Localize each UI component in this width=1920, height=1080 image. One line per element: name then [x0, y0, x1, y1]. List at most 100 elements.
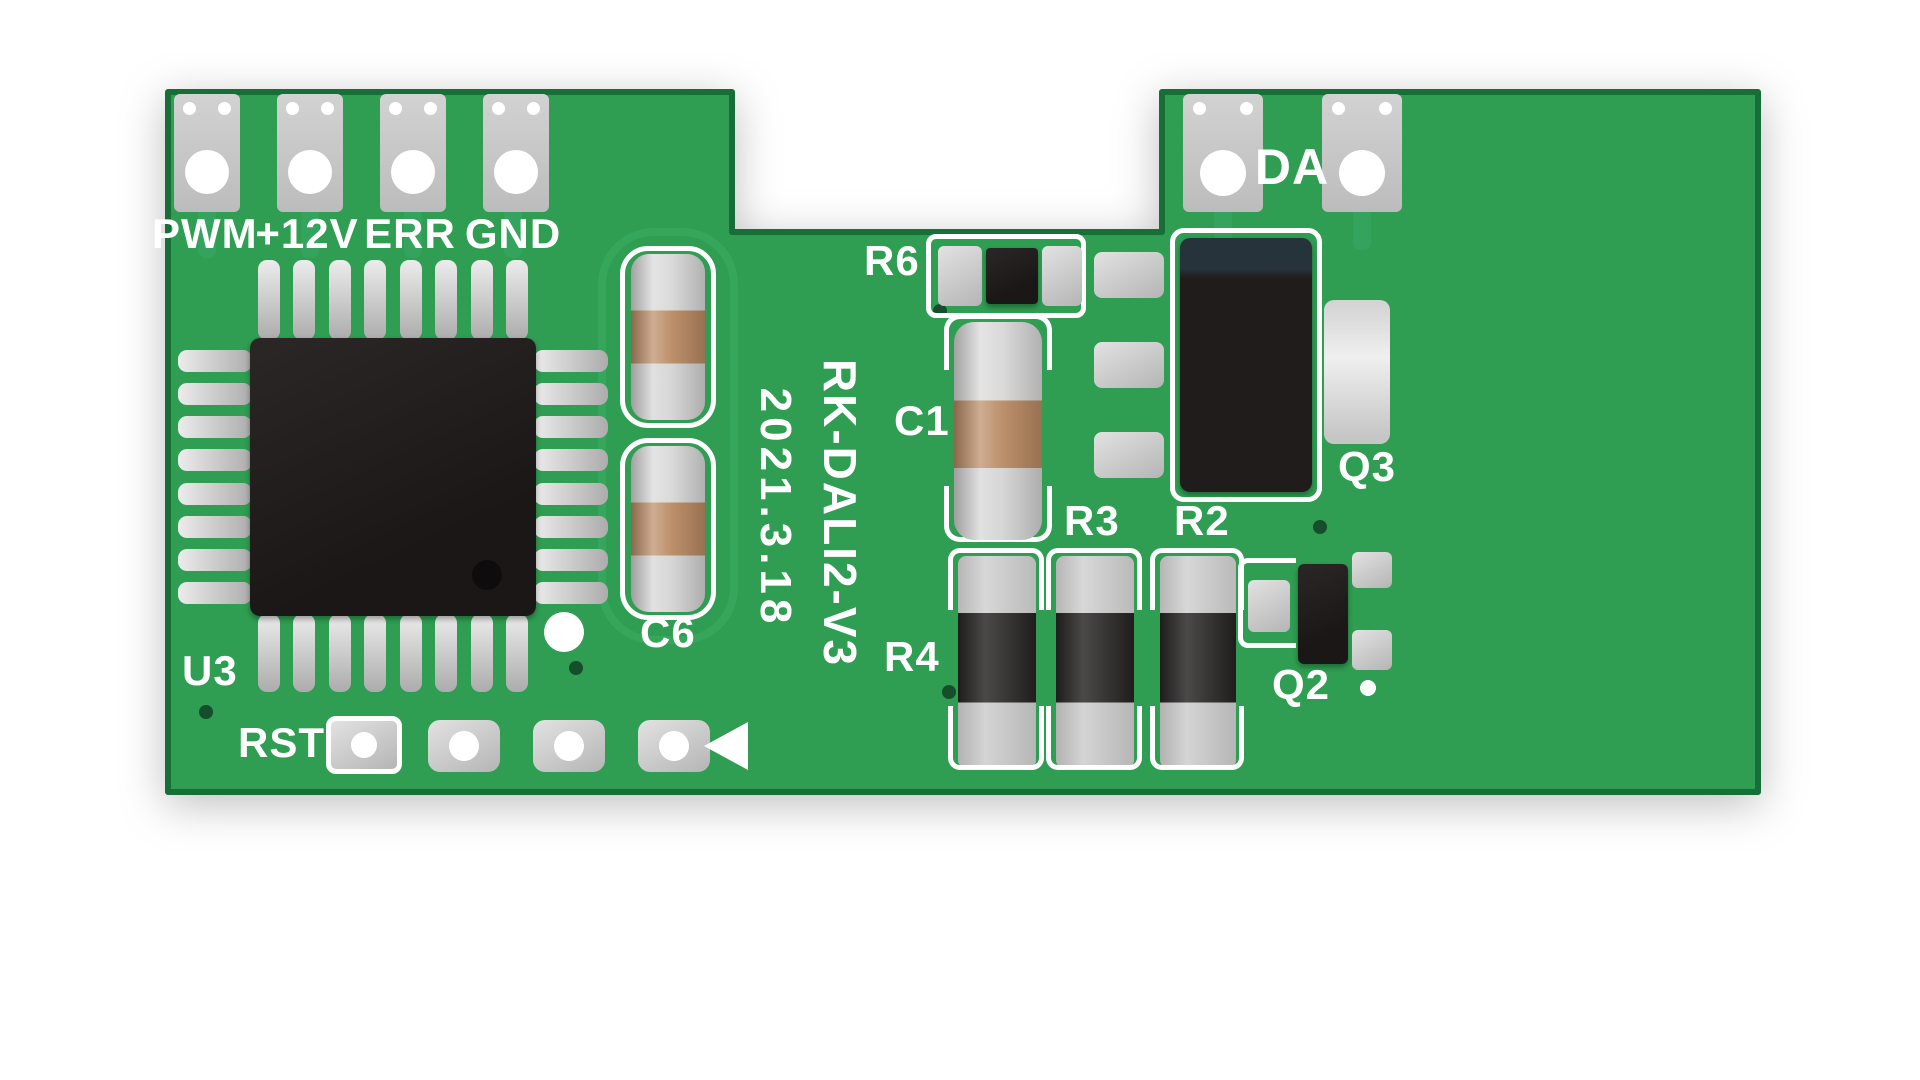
pad-hole — [351, 732, 377, 758]
q3-lead-2 — [1094, 342, 1164, 388]
ic-pin1-marker — [472, 560, 502, 590]
pad-hole-small — [1193, 102, 1206, 115]
label-r6: R6 — [864, 237, 920, 284]
ic-pin — [534, 416, 608, 439]
ic-pin — [470, 614, 493, 692]
label-pwm: PWM — [152, 210, 258, 257]
q2-pad-top-right — [1352, 552, 1392, 588]
label-c6: C6 — [640, 609, 696, 656]
ic-pin — [293, 260, 316, 340]
vias — [199, 304, 1327, 719]
rst-pad-3 — [533, 720, 605, 772]
ic-pin-row-right — [534, 350, 608, 604]
ic-pin — [534, 482, 608, 505]
r6-body — [986, 248, 1038, 304]
connector-pad-gnd — [483, 94, 549, 212]
ic-pin — [178, 482, 252, 505]
r3-body — [1056, 556, 1134, 768]
pad-hole-small — [286, 102, 299, 115]
r2-body — [1160, 556, 1236, 768]
pad-hole-small — [218, 102, 231, 115]
ic-pin — [470, 260, 493, 340]
ic-pin — [435, 260, 458, 340]
pad-hole-large — [1200, 150, 1246, 196]
ic-pin — [505, 260, 528, 340]
label-gnd: GND — [464, 210, 562, 257]
ic-pin-row-top — [258, 260, 528, 340]
pad-hole-small — [1379, 102, 1392, 115]
connector-pad-err — [380, 94, 446, 212]
ic-pin — [293, 614, 316, 692]
ic-pin — [258, 260, 280, 340]
q3-side-capacitor — [1324, 300, 1390, 444]
ic-pin — [258, 614, 280, 692]
q3-lead-3 — [1094, 432, 1164, 478]
ic-pin — [178, 449, 252, 472]
c6-silkscreen-outline-1 — [620, 246, 716, 428]
label-u3: U3 — [182, 647, 238, 694]
ic-pin — [178, 383, 252, 406]
silkscreen-date: 2021.3.18 — [751, 387, 800, 629]
trace — [1353, 208, 1371, 250]
silkscreen-model: RK-DALI2-V3 — [814, 358, 866, 668]
trace — [504, 208, 522, 258]
ic-pin — [435, 614, 458, 692]
label-r4: R4 — [884, 633, 940, 680]
pad-hole-large — [288, 150, 332, 194]
silkscreen-dot — [1360, 680, 1376, 696]
ic-pin — [178, 350, 252, 372]
pad-hole-large — [391, 150, 435, 194]
trace — [301, 208, 319, 258]
q3-body — [1180, 238, 1312, 492]
q2-pad-bottom-right — [1352, 630, 1392, 670]
connector-pad-12v — [277, 94, 343, 212]
ic-pin — [534, 548, 608, 571]
pad-hole-large — [1339, 150, 1385, 196]
ic-pin — [328, 260, 351, 340]
connector-pad-da-1 — [1183, 94, 1263, 212]
c6-capacitor-body-2 — [631, 446, 705, 612]
via-dot — [569, 661, 583, 675]
rst-pad-1 — [326, 716, 402, 774]
via-dot — [199, 705, 213, 719]
pad-hole-large — [494, 150, 538, 194]
label-q2: Q2 — [1272, 661, 1331, 708]
r4-body — [958, 556, 1036, 768]
rst-pad-2 — [428, 720, 500, 772]
pad-hole — [554, 731, 584, 761]
pad-hole — [449, 731, 479, 761]
ic-pin — [534, 515, 608, 538]
pad-hole-small — [183, 102, 196, 115]
connector-pad-pwm — [174, 94, 240, 212]
q2-body — [1298, 564, 1348, 664]
pad-hole-small — [527, 102, 540, 115]
ic-pin — [178, 416, 252, 439]
label-rst: RST — [238, 719, 325, 766]
via-dot — [1313, 520, 1327, 534]
q2-silkscreen-bracket — [1238, 558, 1296, 648]
ic-pin-row-bottom — [258, 614, 528, 692]
trace — [198, 208, 216, 258]
ic-pin — [399, 260, 422, 340]
ic-pin — [178, 581, 252, 604]
c1-silkscreen-bracket-top — [944, 314, 1052, 370]
c1-capacitor-body — [954, 322, 1042, 540]
ic-pin-row-left — [178, 350, 252, 604]
ic-pin — [178, 548, 252, 571]
ic-pin — [399, 614, 422, 692]
ic-pin — [364, 260, 387, 340]
r3-bracket-top — [1046, 548, 1142, 610]
fiducial-dot — [544, 612, 584, 652]
ic-pin — [178, 515, 252, 538]
pad-hole — [659, 731, 689, 761]
r3-bracket-bottom — [1046, 706, 1142, 770]
rst-pad-4 — [638, 720, 710, 772]
c6-capacitor-body-1 — [631, 254, 705, 420]
ic-pin — [364, 614, 387, 692]
ic-pin — [534, 383, 608, 406]
pad-hole-small — [492, 102, 505, 115]
via-dot — [942, 685, 956, 699]
pad-hole-small — [1240, 102, 1253, 115]
label-err: ERR — [364, 210, 456, 257]
